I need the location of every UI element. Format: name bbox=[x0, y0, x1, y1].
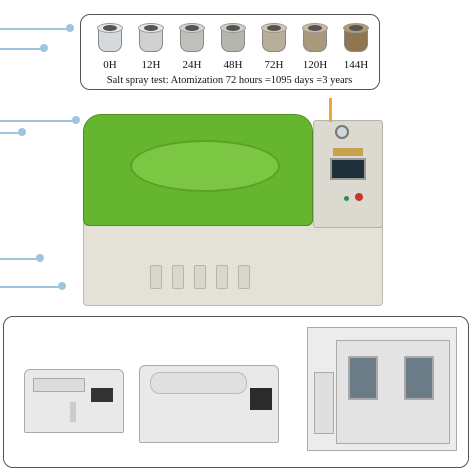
small-salt-spray-chamber bbox=[24, 369, 124, 433]
vent-slot bbox=[150, 265, 162, 289]
circuit-line bbox=[0, 286, 60, 288]
machine-base bbox=[83, 220, 383, 306]
sample-label: 48H bbox=[223, 59, 243, 71]
indicator-beacon bbox=[329, 98, 332, 122]
circuit-dot bbox=[58, 282, 66, 290]
red-button bbox=[355, 193, 363, 201]
control-screen bbox=[330, 158, 366, 180]
sample-12h bbox=[136, 23, 166, 57]
circuit-line bbox=[0, 258, 38, 260]
sample-strip: 0H 12H 24H 48H 72H 120H 144H Salt spray … bbox=[80, 14, 380, 90]
medium-salt-spray-chamber bbox=[139, 365, 279, 443]
sample-label: 120H bbox=[302, 59, 328, 71]
sample-label: 12H bbox=[141, 59, 161, 71]
circuit-line bbox=[0, 132, 22, 134]
salt-spray-caption: Salt spray test: Atomization 72 hours =1… bbox=[106, 75, 353, 86]
sample-label: 144H bbox=[343, 59, 369, 71]
sample-24h bbox=[177, 23, 207, 57]
sample-144h bbox=[341, 23, 371, 57]
vent-slot bbox=[216, 265, 228, 289]
sample-120h bbox=[300, 23, 330, 57]
circuit-line bbox=[0, 28, 70, 30]
sample-label: 24H bbox=[182, 59, 202, 71]
sample-48h bbox=[218, 23, 248, 57]
vent-slot bbox=[172, 265, 184, 289]
circuit-dot bbox=[40, 44, 48, 52]
vent-slot bbox=[238, 265, 250, 289]
circuit-line bbox=[0, 120, 74, 122]
sample-label: 0H bbox=[103, 59, 117, 71]
brand-plate bbox=[333, 148, 363, 156]
circuit-dot bbox=[36, 254, 44, 262]
sample-0h bbox=[95, 23, 125, 57]
walk-in-salt-spray-chamber bbox=[307, 327, 457, 451]
green-button bbox=[344, 196, 349, 201]
sample-label: 72H bbox=[264, 59, 284, 71]
circuit-dot bbox=[72, 116, 80, 124]
sample-72h bbox=[259, 23, 289, 57]
vent-slot bbox=[194, 265, 206, 289]
pressure-gauge bbox=[335, 125, 349, 139]
circuit-dot bbox=[66, 24, 74, 32]
circuit-line bbox=[0, 48, 44, 50]
lid-dish bbox=[130, 140, 280, 192]
machine-gallery bbox=[3, 316, 469, 468]
circuit-dot bbox=[18, 128, 26, 136]
